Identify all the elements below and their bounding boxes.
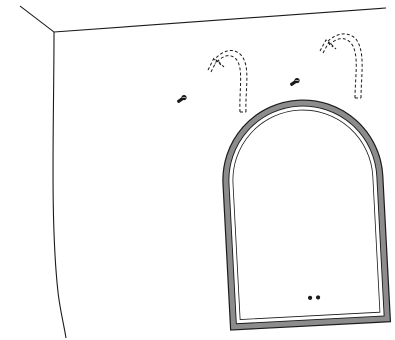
mirror-glass-edge xyxy=(232,109,381,320)
ceiling-edge-right xyxy=(53,7,387,33)
mirror-indicator-dot-1 xyxy=(307,295,313,300)
wall-corner-edge xyxy=(52,31,67,339)
ceiling-edge-left xyxy=(19,5,55,33)
wall-outline xyxy=(19,5,387,339)
mounting-arrow-right xyxy=(319,33,363,99)
mirror-indicator-dot-2 xyxy=(315,295,321,300)
mounting-arrow-left xyxy=(207,50,248,113)
screw-left xyxy=(176,94,187,104)
screw-right xyxy=(289,77,300,87)
arched-mirror xyxy=(222,99,392,331)
